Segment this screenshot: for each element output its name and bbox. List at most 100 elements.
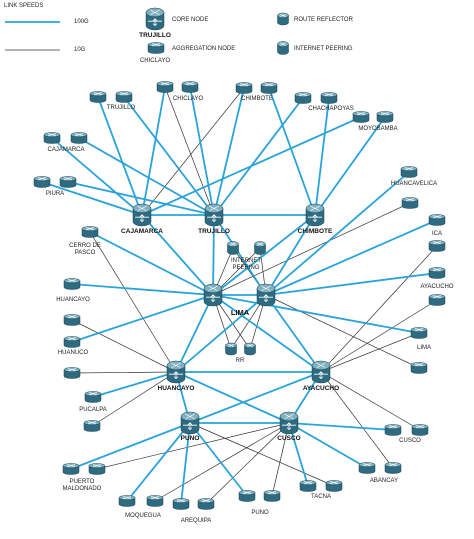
link-10g	[71, 371, 177, 374]
link-100g	[126, 422, 191, 502]
link-10g	[154, 422, 290, 502]
link-100g	[288, 422, 368, 469]
aggregation-node-icon	[62, 463, 80, 475]
agg-label-chiclayo: CHICLAYO	[172, 96, 204, 102]
aggregation-node-icon	[263, 490, 281, 502]
link-100g	[189, 371, 322, 424]
aggregation-node-icon	[358, 462, 376, 474]
agg-label-trujillo: TRUJILLO	[106, 105, 136, 111]
agg-label-piura: PIURA	[45, 191, 65, 197]
agg-label-ayacucho: AYACUCHO	[420, 284, 454, 290]
aggregation-node-icon	[299, 480, 317, 492]
legend-10g-label: 10G	[74, 47, 86, 53]
legend-core-node-label: CORE NODE	[172, 17, 209, 23]
link-100g	[175, 371, 290, 424]
links-layer	[41, 86, 438, 505]
aggregation-node-icon	[401, 197, 419, 209]
legend-aggregation-node-icon	[147, 42, 165, 54]
aggregation-node-icon	[70, 132, 88, 144]
link-100g	[265, 272, 438, 296]
agg-label-puerto-maldonado-line2: MALDONADO	[62, 486, 102, 492]
link-10g	[320, 299, 438, 373]
aggregation-node-icon	[428, 267, 446, 279]
legend-aggregation-example-label: CHICLAYO	[139, 58, 171, 64]
aggregation-node-icon	[410, 327, 428, 339]
agg-label-cusco: CUSCO	[399, 438, 421, 444]
link-10g	[89, 231, 177, 373]
aggregation-node-icon	[294, 92, 312, 104]
agg-label-cajamarca: CAJAMARCA	[47, 147, 85, 153]
link-100g	[189, 86, 215, 216]
link-10g	[271, 422, 290, 497]
aggregation-node-icon	[428, 214, 446, 226]
link-10g	[205, 422, 290, 505]
agg-label-ica: ICA	[431, 231, 443, 237]
link-100g	[265, 219, 438, 296]
internet-peering-label-line1: INTERNET	[231, 258, 261, 264]
core-node-icon	[132, 203, 152, 227]
link-100g	[213, 87, 245, 216]
link-100g	[71, 294, 214, 343]
legend-aggregation-node-label: AGGREGATION NODE	[172, 46, 236, 52]
link-100g	[212, 294, 420, 334]
agg-label-chachapoyas: CHACHAPOYAS	[308, 106, 354, 112]
core-node-icon	[203, 283, 223, 307]
link-10g	[189, 422, 335, 487]
agg-label-huancayo: HUANCAYO	[56, 297, 90, 303]
aggregation-node-icon	[260, 82, 278, 94]
aggregation-node-icon	[181, 81, 199, 93]
route-reflector-icon	[244, 342, 256, 356]
legend-title: LINK SPEEDS	[4, 3, 44, 9]
agg-label-cerro-de-pasco-line2: PASCO	[74, 250, 96, 256]
aggregation-node-icon	[384, 424, 402, 436]
core-node-icon	[311, 360, 331, 384]
core-node-icon	[279, 411, 299, 435]
aggregation-node-icon	[384, 462, 402, 474]
core-label-chimbote: CHIMBOTE	[297, 228, 333, 235]
aggregation-node-icon	[428, 240, 446, 252]
legend-internet-peering-label: INTERNET PEERING	[294, 46, 353, 52]
aggregation-node-icon	[146, 495, 164, 507]
nodes-layer	[33, 7, 446, 510]
core-label-ayacucho: AYACUCHO	[302, 385, 340, 392]
legend-route-reflector-label: ROUTE REFLECTOR	[294, 17, 353, 23]
link-100g	[67, 181, 215, 216]
link-100g	[89, 231, 214, 296]
route-reflector-icon	[225, 342, 237, 356]
link-100g	[141, 214, 214, 296]
aggregation-node-icon	[320, 92, 338, 104]
aggregation-node-icon	[197, 498, 215, 510]
aggregation-node-icon	[238, 490, 256, 502]
core-node-icon	[256, 283, 276, 307]
agg-label-moquegua: MOQUEGUA	[125, 513, 161, 519]
aggregation-node-icon	[400, 166, 418, 178]
legend-core-example-label: TRUJILLO	[139, 32, 171, 39]
core-node-icon	[180, 411, 200, 435]
agg-label-chimbote: CHIMBOTE	[241, 96, 273, 102]
aggregation-node-icon	[235, 82, 253, 94]
link-100g	[213, 97, 304, 216]
link-100g	[268, 87, 316, 216]
link-100g	[41, 181, 143, 216]
link-100g	[97, 96, 143, 216]
aggregation-node-icon	[428, 294, 446, 306]
legend-100g-label: 100G	[74, 19, 89, 25]
link-10g	[141, 87, 245, 216]
core-node-icon	[166, 360, 186, 384]
agg-label-cerro-de-pasco-line1: CERRO DE	[69, 243, 101, 249]
aggregation-node-icon	[352, 111, 370, 123]
aggregation-node-icon	[325, 480, 343, 492]
core-label-cusco: CUSCO	[277, 435, 301, 442]
link-100g	[265, 171, 410, 296]
link-100g	[212, 214, 215, 296]
aggregation-node-icon	[411, 424, 429, 436]
core-label-trujillo: TRUJILLO	[198, 228, 230, 235]
agg-label-lima: LIMA	[416, 345, 432, 351]
link-100g	[265, 294, 322, 373]
core-label-puno: PUNO	[180, 435, 200, 442]
link-100g	[175, 294, 267, 373]
link-10g	[320, 371, 394, 469]
core-label-lima: LIMA	[230, 308, 250, 317]
link-10g	[265, 294, 420, 369]
link-10g	[91, 371, 177, 427]
